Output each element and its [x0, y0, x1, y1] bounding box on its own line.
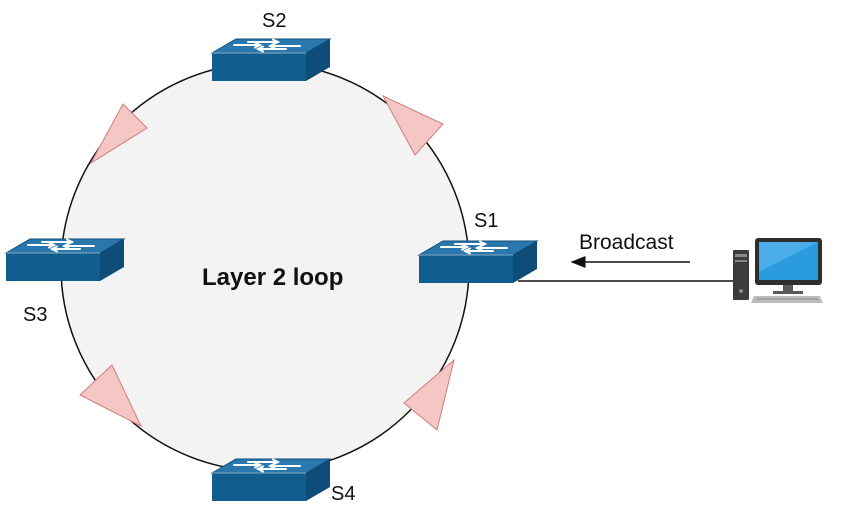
- broadcast-label: Broadcast: [579, 231, 674, 254]
- desktop-computer-icon[interactable]: [733, 238, 823, 303]
- direction-triangle-icon: [79, 364, 143, 428]
- switch-icon[interactable]: [418, 240, 538, 284]
- switch-label-s1: S1: [474, 210, 498, 232]
- switch-icon[interactable]: [5, 238, 125, 282]
- diagram-title: Layer 2 loop: [202, 264, 343, 291]
- switch-label-s4: S4: [331, 483, 355, 505]
- switch-icon[interactable]: [211, 38, 331, 82]
- direction-triangle-icon: [89, 103, 148, 165]
- direction-triangle-icon: [381, 94, 444, 156]
- switch-icon[interactable]: [211, 458, 331, 502]
- switch-label-s2: S2: [262, 10, 286, 32]
- switch-label-s3: S3: [23, 304, 47, 326]
- direction-triangle-icon: [403, 358, 455, 431]
